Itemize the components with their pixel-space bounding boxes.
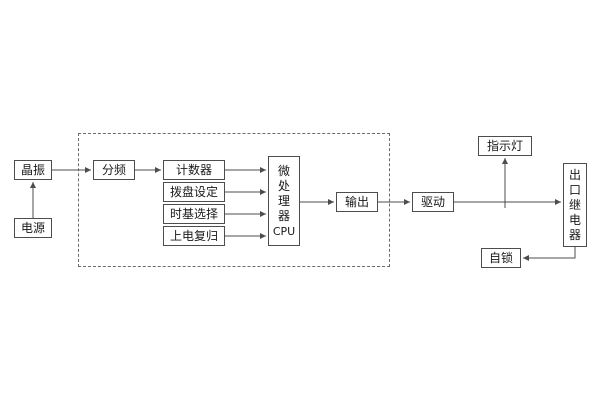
node-power-on-reset: 上电复归 (163, 226, 225, 246)
node-timebase-label: 时基选择 (169, 206, 218, 221)
node-outlet-relay: 出口继电器 (563, 163, 587, 247)
node-indicator-label: 指示灯 (486, 138, 523, 153)
node-drive-label: 驱动 (420, 194, 445, 209)
node-dial-label: 拨盘设定 (169, 184, 218, 199)
node-timebase-select: 时基选择 (163, 204, 225, 224)
node-reset-label: 上电复归 (169, 228, 218, 243)
node-relay-label: 出口继电器 (569, 167, 582, 242)
dashed-unit-boundary (78, 133, 390, 267)
node-driver: 驱动 (412, 192, 454, 212)
node-power-label: 电源 (20, 220, 45, 235)
node-power-supply: 电源 (14, 218, 52, 238)
node-crystal-oscillator: 晶振 (14, 160, 52, 180)
node-microprocessor-cpu: 微处理器 CPU (268, 156, 300, 246)
node-output-label: 输出 (344, 194, 369, 209)
node-output-stage: 输出 (336, 192, 378, 212)
node-divider-label: 分频 (101, 162, 126, 177)
node-counter-label: 计数器 (175, 162, 212, 177)
node-cpu-label: 微处理器 (278, 163, 291, 223)
node-frequency-divider: 分频 (93, 160, 135, 180)
node-indicator-lamp: 指示灯 (478, 136, 532, 156)
node-selflock-label: 自锁 (488, 250, 513, 265)
node-dial-setting: 拨盘设定 (163, 182, 225, 202)
node-cpu-sublabel: CPU (272, 224, 296, 238)
node-counter: 计数器 (163, 160, 225, 180)
node-crystal-label: 晶振 (20, 162, 45, 177)
node-self-lock: 自锁 (481, 248, 521, 268)
